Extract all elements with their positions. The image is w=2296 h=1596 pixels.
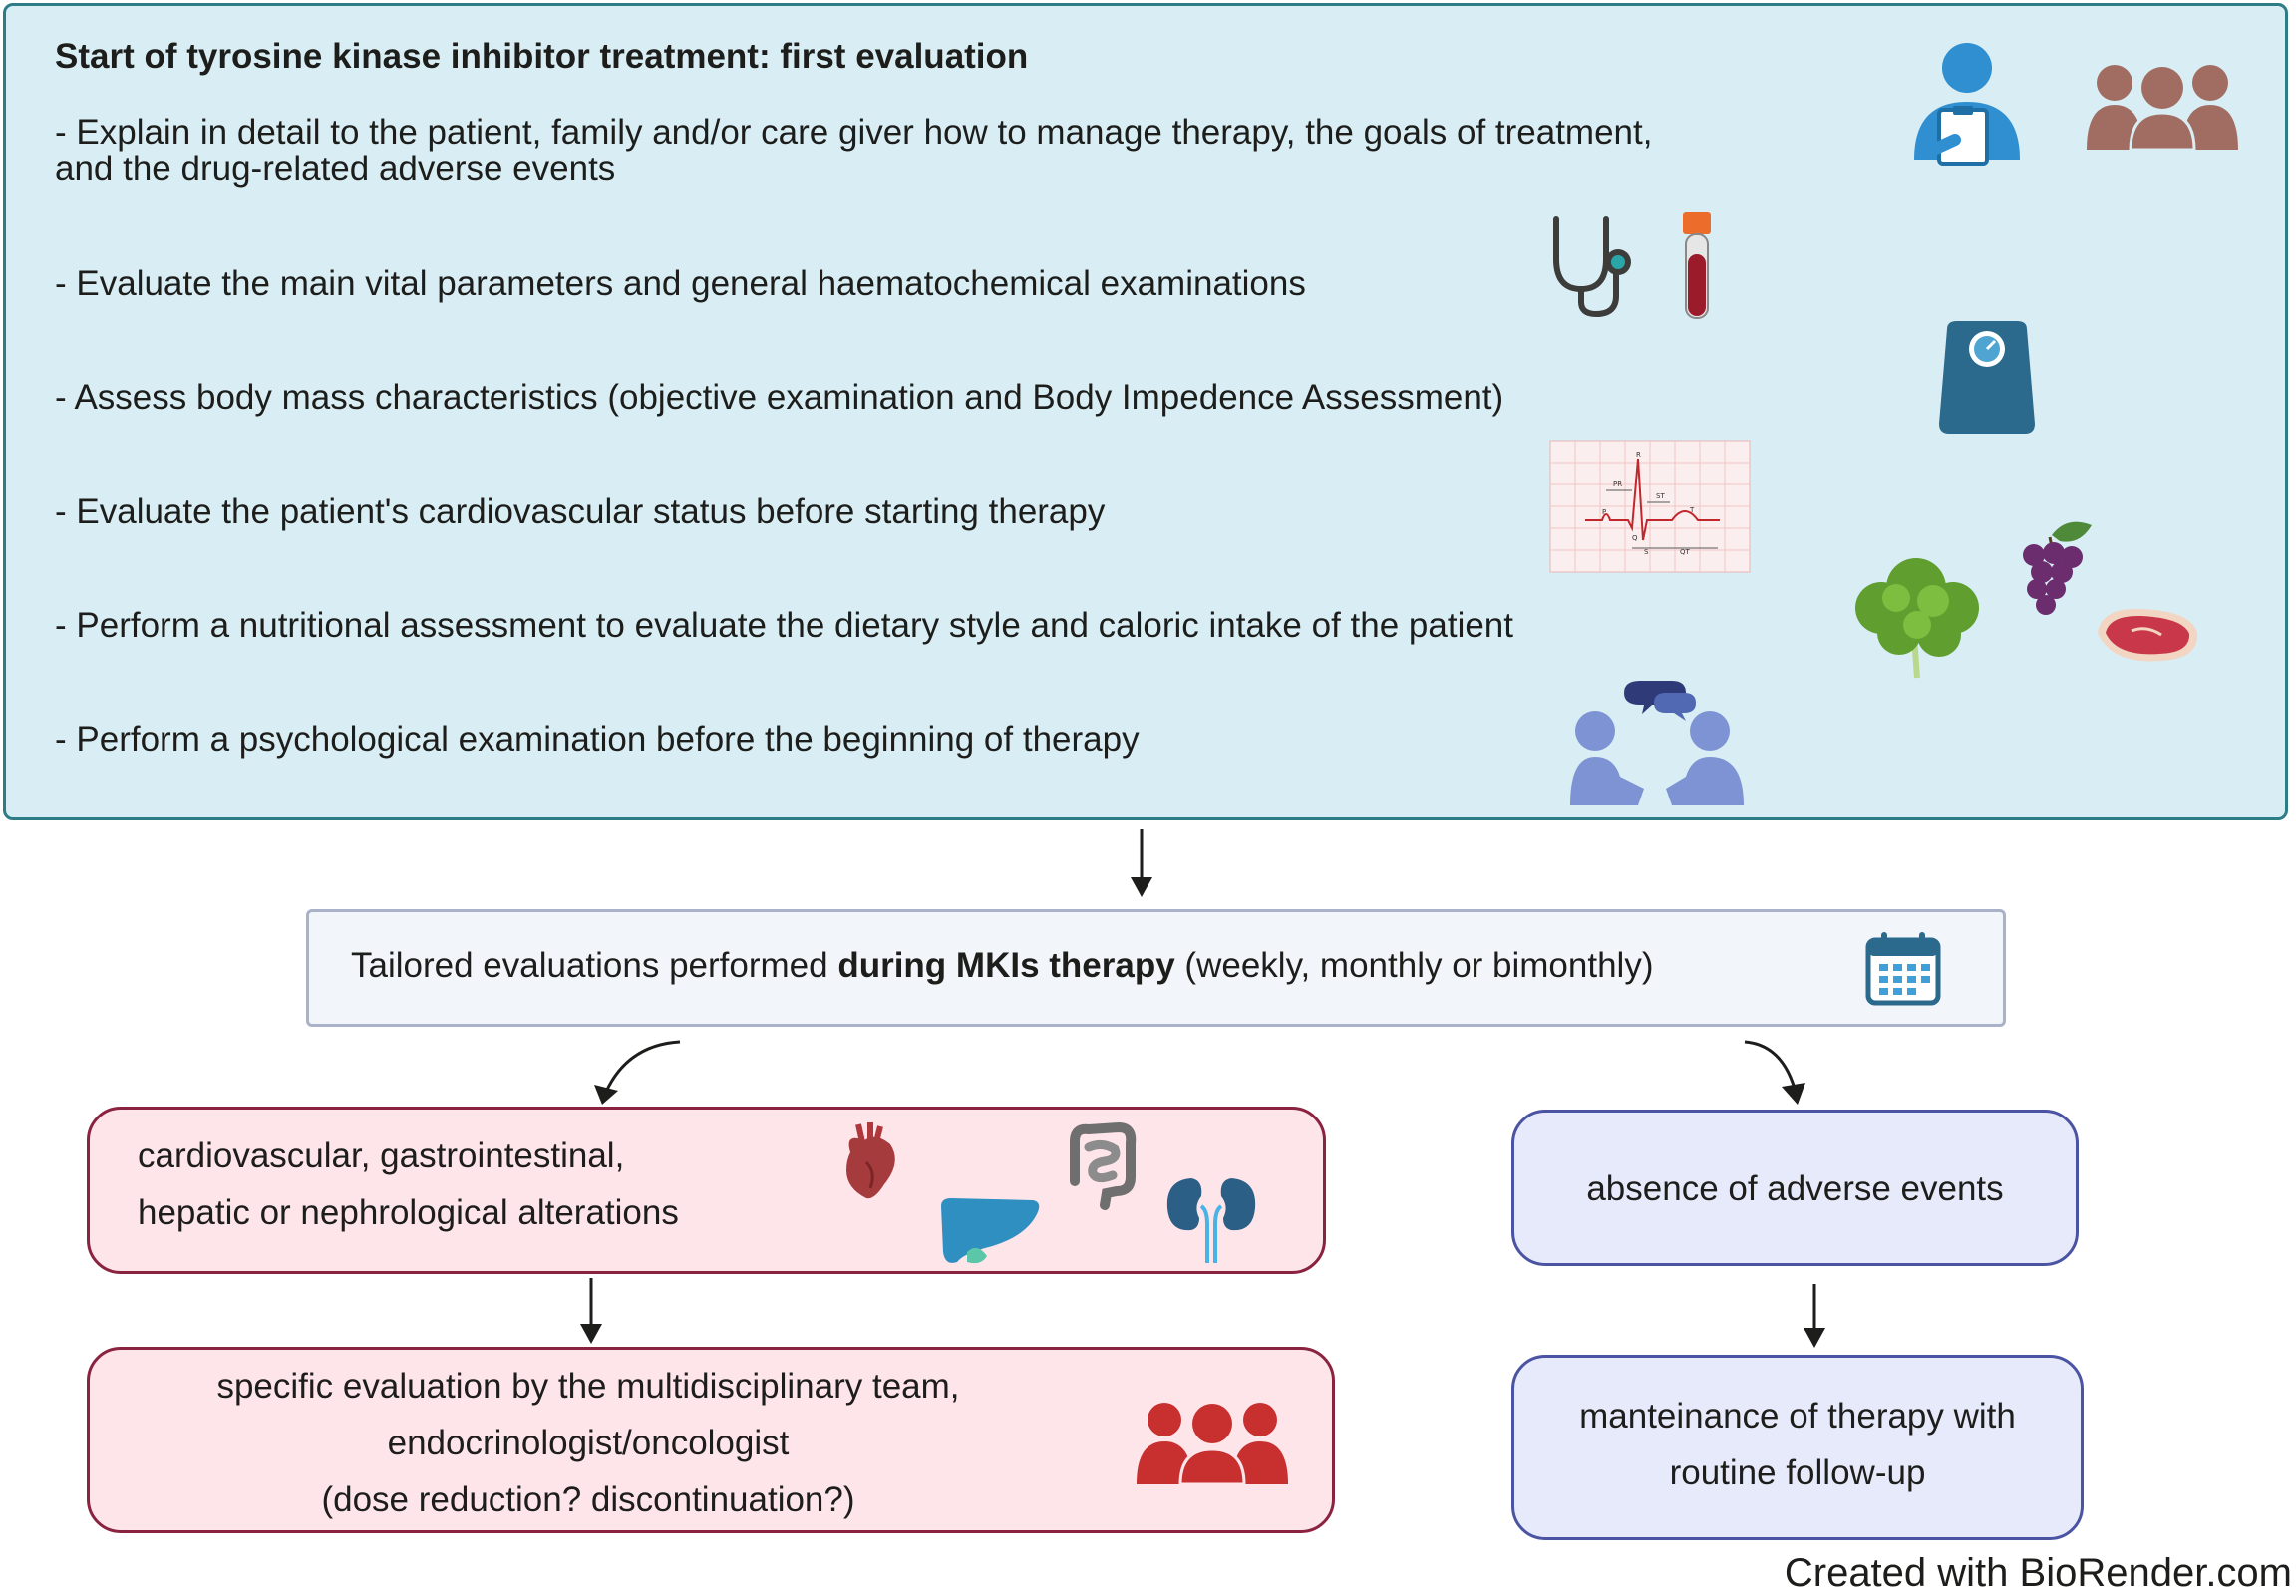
lettuce-icon [1855,558,1979,679]
item-body-mass: - Assess body mass characteristics (obje… [55,378,1504,417]
item-cardiovascular: - Evaluate the patient's cardiovascular … [55,492,1106,531]
blood-tube-icon [1683,212,1711,319]
item-nutritional: - Perform a nutritional assessment to ev… [55,606,1513,645]
team-icon [1137,1403,1288,1486]
first-evaluation-box: Start of tyrosine kinase inhibitor treat… [3,3,2288,820]
ecg-chart-icon: R P PR ST T Q S QT [1549,440,1751,573]
first-evaluation-title: Start of tyrosine kinase inhibitor treat… [55,37,1029,76]
ecg-label-s: S [1644,548,1649,556]
arrow-middle-to-alterations [594,1040,681,1105]
absence-box: absence of adverse events [1511,1110,2079,1266]
alterations-line1: cardiovascular, gastrointestinal, [138,1136,625,1175]
item-explain-line2: and the drug-related adverse events [55,150,616,188]
arrow-top-to-middle [1131,829,1152,897]
conversation-icon [1570,681,1744,805]
during-therapy-text-after: (weekly, monthly or bimonthly) [1174,946,1654,985]
doctor-clipboard-icon [1914,43,2020,166]
during-therapy-text: Tailored evaluations performed during MK… [351,946,1653,986]
ecg-label-p: P [1602,508,1606,516]
biorender-credit: Created with BioRender.com [1784,1551,2292,1595]
ecg-label-r: R [1636,451,1641,459]
during-therapy-text-bold: during MKIs therapy [837,946,1175,985]
grapes-icon [2023,521,2092,615]
during-therapy-text-before: Tailored evaluations performed [351,946,838,985]
item-psychological: - Perform a psychological examination be… [55,720,1140,759]
kidneys-icon [1166,1178,1256,1263]
ecg-label-q: Q [1632,534,1638,542]
ecg-label-st: ST [1656,492,1665,500]
alterations-box: cardiovascular, gastrointestinal, hepati… [87,1107,1326,1274]
absence-text: absence of adverse events [1586,1169,2004,1208]
arrow-absence-to-maintenance [1804,1284,1825,1348]
evaluation-line1: specific evaluation by the multidiscipli… [216,1367,960,1406]
specific-evaluation-box: specific evaluation by the multidiscipli… [87,1347,1335,1533]
item-vital-parameters: - Evaluate the main vital parameters and… [55,264,1306,303]
ecg-label-t: T [1689,506,1695,514]
steak-icon [2098,608,2198,662]
liver-icon [941,1198,1040,1264]
calendar-icon [1865,932,1941,1006]
maintenance-line2: routine follow-up [1669,1453,1926,1492]
weight-scale-icon [1939,321,2035,434]
arrow-alterations-to-evaluation [580,1278,602,1344]
heart-organ-icon [846,1122,895,1199]
people-group-icon [2087,65,2238,152]
intestine-icon [1070,1121,1137,1210]
maintenance-line1: manteinance of therapy with [1579,1397,2016,1436]
ecg-label-pr: PR [1613,480,1622,488]
item-explain-line1: - Explain in detail to the patient, fami… [55,113,1653,152]
evaluation-line3: (dose reduction? discontinuation?) [321,1480,855,1519]
stethoscope-icon [1553,216,1631,318]
ecg-label-qt: QT [1680,548,1691,556]
evaluation-line2: endocrinologist/oncologist [387,1424,790,1462]
maintenance-box: manteinance of therapy with routine foll… [1511,1355,2084,1540]
alterations-line2: hepatic or nephrological alterations [138,1193,679,1232]
arrow-middle-to-absence [1744,1040,1805,1105]
during-therapy-box: Tailored evaluations performed during MK… [306,909,2006,1027]
